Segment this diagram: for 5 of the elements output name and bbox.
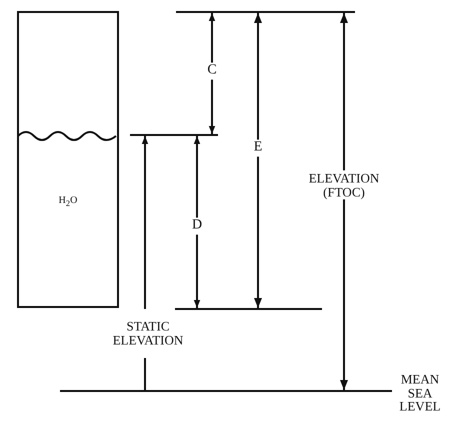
dimension-label: D bbox=[192, 218, 202, 234]
water-tank bbox=[17, 11, 119, 308]
dimension-label: C bbox=[207, 62, 217, 80]
tank-label: H$_{2}$O bbox=[58, 195, 78, 208]
dimension-label: E bbox=[254, 140, 262, 156]
